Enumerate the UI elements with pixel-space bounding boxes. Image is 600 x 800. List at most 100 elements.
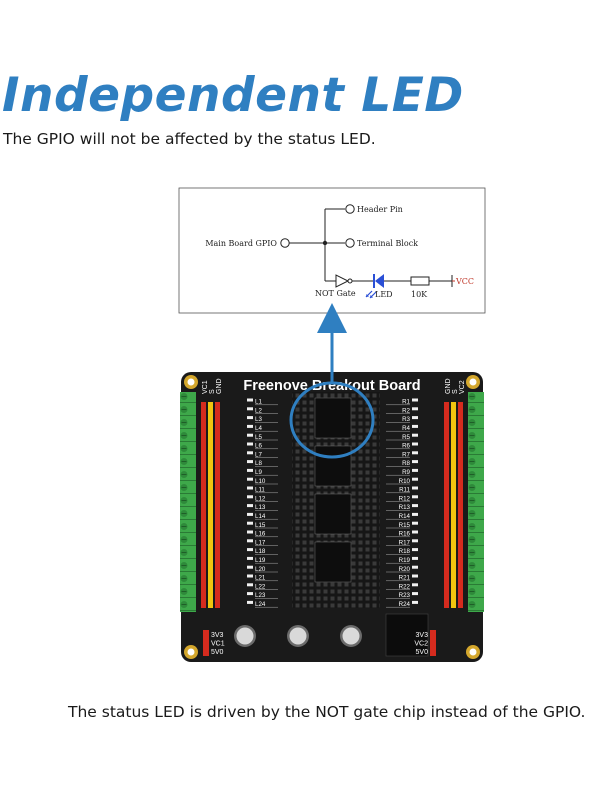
led-r-label: R9 [402, 469, 410, 476]
led-l-label: L6 [255, 443, 262, 450]
terminal-block-right [468, 392, 484, 612]
led-l-indicator [247, 407, 253, 411]
led-r-indicator [412, 451, 418, 455]
led-r-label: R19 [399, 557, 411, 564]
led-l-indicator [247, 556, 253, 560]
power-header-right [430, 630, 436, 656]
power-label: VC2 [414, 641, 428, 648]
led-l-label: L24 [255, 601, 266, 608]
resistor-label: 10K [411, 290, 428, 299]
led-l-label: L16 [255, 531, 266, 538]
page-title: Independent LED [2, 68, 464, 123]
led-r-indicator [412, 433, 418, 437]
led-r-label: R16 [399, 531, 411, 538]
led-l-indicator [247, 486, 253, 490]
power-label: 5V0 [211, 649, 224, 656]
led-r-indicator [412, 600, 418, 604]
terminal-block-terminal [345, 238, 355, 248]
led-l-label: L11 [255, 487, 265, 494]
schematic: Header Pin Terminal Block Main Board GPI… [178, 187, 486, 314]
header-pin-terminal [345, 204, 355, 214]
led-l-indicator [247, 433, 253, 437]
left-led-labels: L1L2L3L4L5L6L7L8L9L10L11L12L13L14L15L16L… [247, 398, 278, 608]
led-r-indicator [412, 477, 418, 481]
led-r-label: R13 [399, 504, 411, 511]
header-strip-left-outer [201, 402, 206, 608]
led-r-indicator [412, 530, 418, 534]
led-r-label: R23 [399, 592, 411, 599]
led-l-indicator [247, 539, 253, 543]
led-l-label: L3 [255, 416, 262, 423]
dc-jack [385, 613, 429, 657]
led-l-indicator [247, 530, 253, 534]
led-r-label: R22 [399, 583, 411, 590]
led-r-label: R11 [399, 487, 410, 494]
led-r-indicator [412, 407, 418, 411]
led-l-label: L7 [255, 451, 262, 458]
led-l-indicator [247, 574, 253, 578]
led-r-indicator [412, 539, 418, 543]
page-subtitle: The GPIO will not be affected by the sta… [3, 130, 376, 148]
led-r-indicator [412, 592, 418, 596]
breakout-board: L1L2L3L4L5L6L7L8L9L10L11L12L13L14L15L16L… [180, 372, 484, 662]
power-label: 5V0 [416, 649, 429, 656]
mounting-holes [184, 375, 480, 659]
led-l-label: L5 [255, 434, 262, 441]
led-r-indicator [412, 398, 418, 402]
led-l-indicator [247, 600, 253, 604]
led-r-label: R20 [399, 566, 411, 573]
led-r-indicator [412, 548, 418, 552]
led-l-label: L22 [255, 583, 266, 590]
led-r-label: R24 [399, 601, 411, 608]
led-l-indicator [247, 460, 253, 464]
led-r-indicator [412, 521, 418, 525]
led-r-indicator [412, 556, 418, 560]
led-label: LED [375, 290, 393, 299]
led-l-label: L19 [255, 557, 266, 564]
vc2-top-label: VC2 [459, 380, 466, 394]
led-r-label: R17 [399, 539, 411, 546]
led-l-indicator [247, 468, 253, 472]
led-r-label: R12 [399, 495, 411, 502]
led-l-label: L1 [255, 399, 262, 406]
led-l-label: L4 [255, 425, 262, 432]
led-l-indicator [247, 565, 253, 569]
led-r-indicator [412, 416, 418, 420]
led-l-indicator [247, 592, 253, 596]
led-l-label: L12 [255, 495, 266, 502]
led-r-label: R21 [399, 575, 411, 582]
led-l-label: L15 [255, 522, 266, 529]
led-l-label: L14 [255, 513, 266, 520]
led-r-indicator [412, 442, 418, 446]
led-r-label: R10 [399, 478, 411, 485]
led-l-label: L20 [255, 566, 266, 573]
led-r-indicator [412, 583, 418, 587]
led-l-indicator [247, 512, 253, 516]
vc1-top-label: VC1 [202, 380, 209, 394]
led-l-indicator [247, 548, 253, 552]
header-strip-right-outer [458, 402, 463, 608]
led-r-label: R1 [402, 399, 410, 406]
led-r-label: R5 [402, 434, 410, 441]
led-l-indicator [247, 477, 253, 481]
led-l-indicator [247, 504, 253, 508]
board-title: Freenove Breakout Board [243, 378, 420, 394]
led-r-indicator [412, 424, 418, 428]
terminal-block-label: Terminal Block [357, 239, 418, 248]
led-l-indicator [247, 442, 253, 446]
capacitors [234, 625, 362, 647]
vcc-label: VCC [455, 277, 474, 286]
power-header-left [203, 630, 209, 656]
not-gate-symbol [335, 274, 353, 288]
s-top-label-left: S [209, 389, 216, 394]
led-r-indicator [412, 574, 418, 578]
led-l-label: L23 [255, 592, 266, 599]
led-l-label: L9 [255, 469, 262, 476]
led-r-label: R14 [399, 513, 411, 520]
led-r-label: R18 [399, 548, 411, 555]
led-l-label: L18 [255, 548, 266, 555]
header-strip-left-mid [208, 402, 213, 608]
gpio-terminal [280, 238, 290, 248]
led-symbol [365, 274, 384, 299]
